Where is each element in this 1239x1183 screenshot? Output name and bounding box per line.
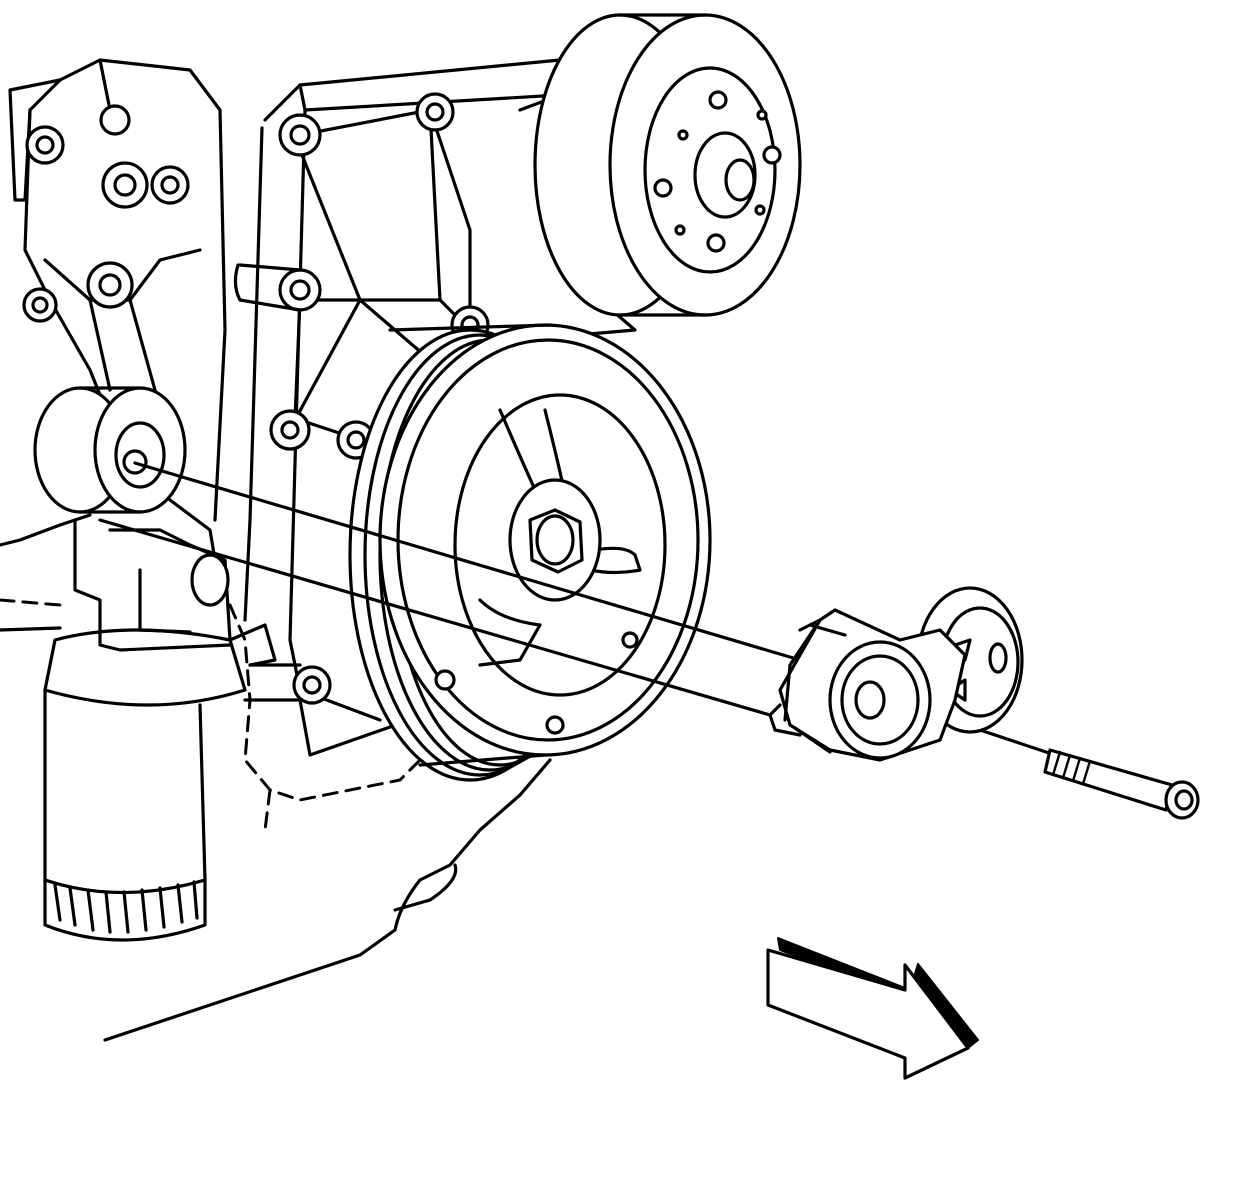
- oil-filter: [0, 513, 277, 942]
- upper-pulley: [533, 13, 802, 317]
- engine-front-cover: [233, 58, 637, 722]
- crankshaft-balancer: [348, 323, 712, 782]
- bracket-assembly: [8, 58, 227, 562]
- leader-line: [103, 758, 552, 1042]
- belt-tensioner: [768, 586, 1024, 762]
- engine-block-outline: [0, 598, 442, 832]
- tensioner-bolt: [1043, 748, 1200, 820]
- direction-arrow: [766, 937, 979, 1080]
